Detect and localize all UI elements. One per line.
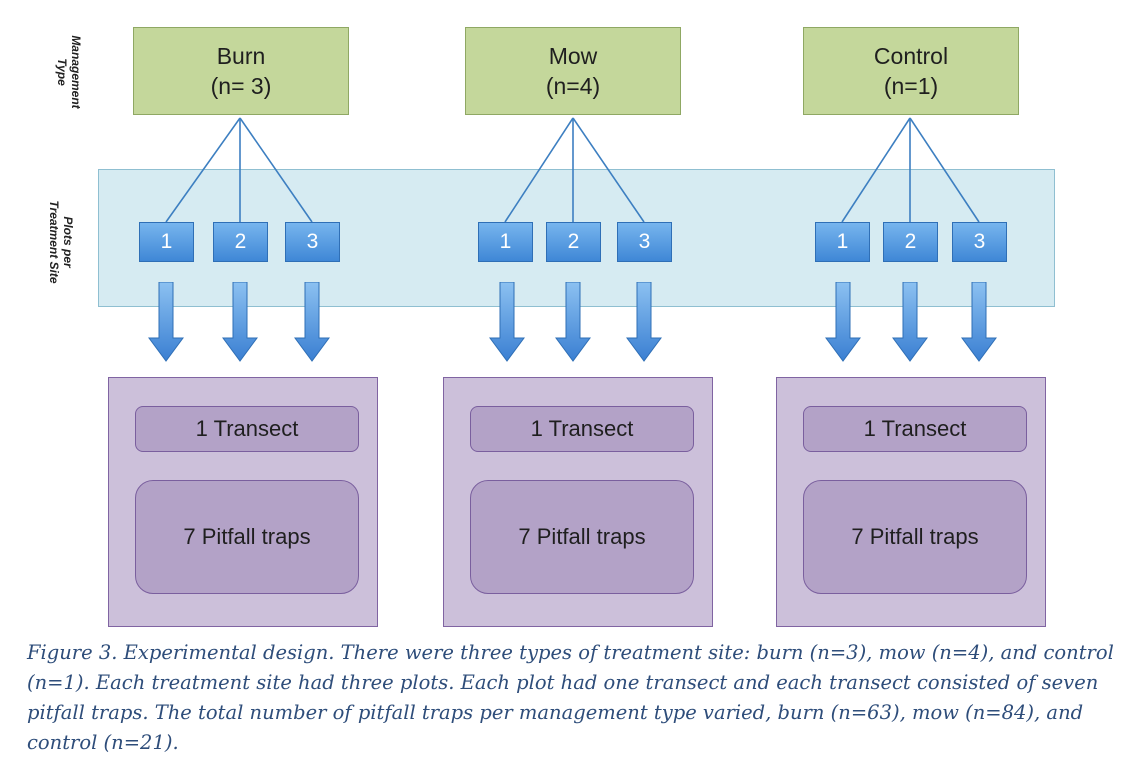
plot-box: 3 (952, 222, 1007, 262)
plot-box: 3 (285, 222, 340, 262)
down-arrow-icon (825, 282, 861, 362)
management-name: Mow (548, 43, 598, 69)
plot-box: 2 (883, 222, 938, 262)
figure-caption: Figure 3. Experimental design. There wer… (27, 641, 1114, 754)
connector-line (909, 117, 980, 223)
transect-box: 1 Transect (470, 406, 694, 452)
down-arrow-icon (555, 282, 591, 362)
transect-box: 1 Transect (803, 406, 1027, 452)
management-count: (n=1) (883, 73, 939, 99)
down-arrow-icon (626, 282, 662, 362)
down-arrow-icon (294, 282, 330, 362)
plot-box: 2 (546, 222, 601, 262)
connector-line (239, 117, 313, 223)
plot-box: 1 (139, 222, 194, 262)
site-box-control: 1 Transect 7 Pitfall traps (776, 377, 1046, 627)
experimental-design-diagram: Management Type Plots per Treatment Site… (47, 27, 1055, 627)
management-box-burn: Burn (n= 3) (133, 27, 349, 115)
management-box-control: Control (n=1) (803, 27, 1019, 115)
management-box-mow: Mow (n=4) (465, 27, 681, 115)
connector-line (572, 117, 645, 223)
down-arrow-icon (489, 282, 525, 362)
plot-box: 1 (478, 222, 533, 262)
management-name: Burn (216, 43, 266, 69)
site-box-burn: 1 Transect 7 Pitfall traps (108, 377, 378, 627)
connector-line (504, 117, 574, 223)
pitfall-traps-box: 7 Pitfall traps (470, 480, 694, 594)
management-count: (n=4) (545, 73, 601, 99)
connector-line (841, 117, 911, 223)
management-name: Control (873, 43, 949, 69)
connector-line (165, 117, 241, 223)
transect-box: 1 Transect (135, 406, 359, 452)
management-count: (n= 3) (210, 73, 272, 99)
down-arrow-icon (892, 282, 928, 362)
plot-box: 1 (815, 222, 870, 262)
down-arrow-icon (148, 282, 184, 362)
down-arrow-icon (222, 282, 258, 362)
pitfall-traps-box: 7 Pitfall traps (803, 480, 1027, 594)
plot-box: 2 (213, 222, 268, 262)
pitfall-traps-box: 7 Pitfall traps (135, 480, 359, 594)
site-box-mow: 1 Transect 7 Pitfall traps (443, 377, 713, 627)
connector-lines (165, 117, 980, 223)
down-arrow-icon (961, 282, 997, 362)
plot-box: 3 (617, 222, 672, 262)
